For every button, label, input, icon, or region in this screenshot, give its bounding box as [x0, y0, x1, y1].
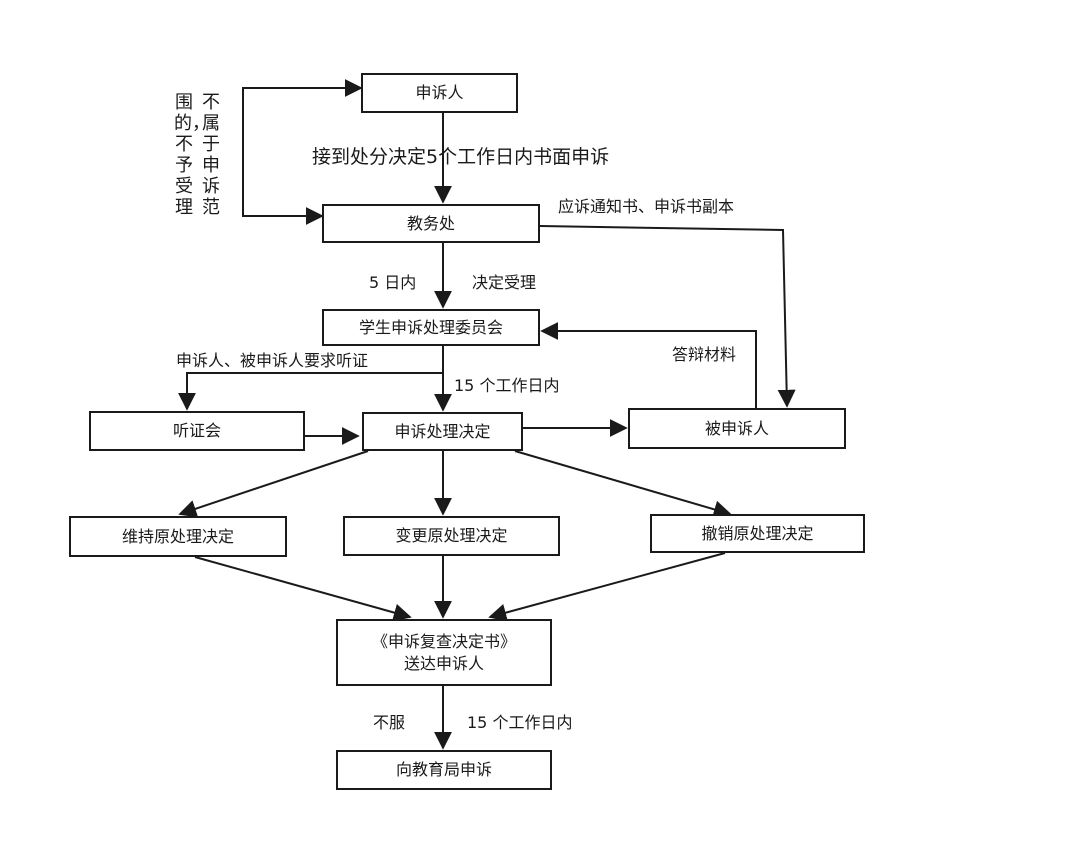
node-hearing: 听证会: [89, 411, 305, 451]
arrow-office-to-respondent: [539, 225, 796, 408]
node-change: 变更原处理决定: [343, 516, 560, 556]
node-education-bureau: 向教育局申诉: [336, 750, 552, 790]
node-academic-affairs: 教务处: [322, 204, 540, 243]
node-committee: 学生申诉处理委员会: [322, 309, 540, 346]
label-fifteen-days-2: 15 个工作日内: [467, 713, 573, 732]
node-education-bureau-label: 向教育局申诉: [395, 760, 492, 779]
label-disagree: 不服: [373, 713, 406, 732]
label-request-hearing: 申诉人、被申诉人要求听证: [176, 351, 369, 370]
arrow-respondent-to-committee: [540, 322, 757, 409]
arrow-to-hearing: [178, 372, 443, 411]
node-review-decision: 《申诉复查决定书》 送达申诉人: [336, 619, 552, 686]
label-notice-copy: 应诉通知书、申诉书副本: [558, 197, 735, 216]
node-hearing-label: 听证会: [172, 421, 221, 440]
node-academic-affairs-label: 教务处: [406, 213, 455, 233]
label-fifteen-days-1: 15 个工作日内: [454, 376, 560, 395]
arrow-decision-to-revoke: [514, 450, 732, 519]
arrow-out-of-scope-loop: [242, 79, 363, 225]
node-review-line1: 《申诉复查决定书》: [371, 631, 516, 651]
node-review-line2: 送达申诉人: [403, 653, 484, 673]
node-revoke-label: 撤销原处理决定: [701, 523, 814, 543]
node-respondent: 被申诉人: [628, 408, 846, 449]
label-deadline-written: 接到处分决定5个工作日内书面申诉: [312, 146, 610, 168]
node-decision-label: 申诉处理决定: [394, 421, 491, 441]
node-complainant: 申诉人: [361, 73, 518, 113]
node-change-label: 变更原处理决定: [395, 526, 508, 545]
label-defense-materials: 答辩材料: [672, 345, 737, 364]
label-five-days: 5 日内: [369, 273, 417, 292]
node-respondent-label: 被申诉人: [704, 418, 769, 438]
node-committee-label: 学生申诉处理委员会: [358, 317, 503, 337]
label-out-of-scope-col1: 不属于申诉范: [202, 92, 220, 218]
node-complainant-label: 申诉人: [415, 83, 464, 102]
node-maintain-label: 维持原处理决定: [121, 526, 234, 546]
arrow-revoke-to-review: [488, 552, 726, 622]
node-revoke: 撤销原处理决定: [650, 514, 865, 553]
arrow-maintain-to-review: [194, 556, 412, 622]
node-decision: 申诉处理决定: [362, 412, 523, 451]
node-maintain: 维持原处理决定: [69, 516, 287, 557]
label-out-of-scope-col2: 围的，不予受理: [174, 92, 210, 218]
label-accept: 决定受理: [472, 273, 537, 292]
arrow-decision-to-maintain: [178, 450, 369, 518]
